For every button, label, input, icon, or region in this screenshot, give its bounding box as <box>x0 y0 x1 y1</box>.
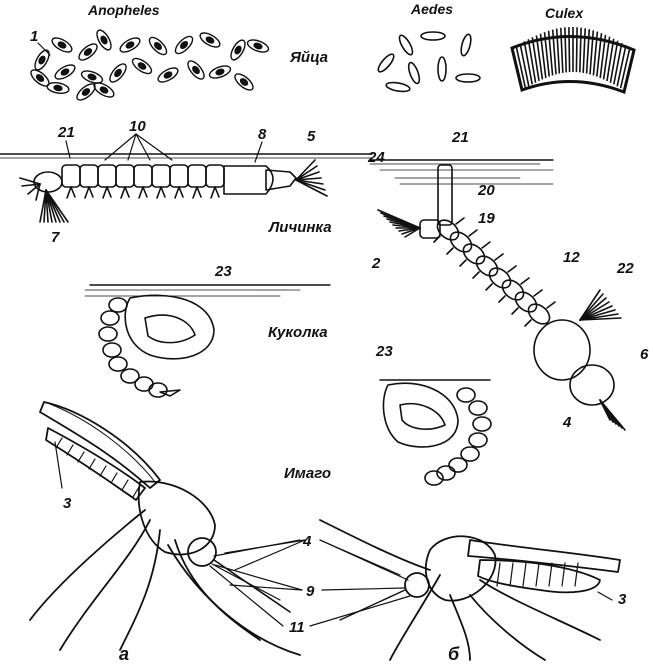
label-2: 2 <box>371 255 381 272</box>
label-20: 20 <box>477 182 495 199</box>
anopheles-eggs <box>30 29 270 101</box>
label-23-top: 23 <box>214 263 232 280</box>
label-3-left: 3 <box>63 495 72 512</box>
culex-adult <box>319 519 621 661</box>
culex-label: Culex <box>545 5 584 21</box>
eggs-stage-label: Яйца <box>289 49 328 66</box>
label-9: 9 <box>306 583 315 600</box>
label-5: 5 <box>307 128 316 145</box>
label-23-bottom: 23 <box>375 343 393 360</box>
label-10: 10 <box>129 118 146 135</box>
culex-egg-raft <box>510 27 636 95</box>
anopheles-label: Anopheles <box>87 2 160 18</box>
label-21-culex: 21 <box>451 129 469 146</box>
label-6: 6 <box>640 346 649 363</box>
label-3-right: 3 <box>618 591 627 608</box>
anopheles-larva <box>0 153 373 223</box>
culex-larva <box>369 159 626 431</box>
pupa-stage-label: Куколка <box>268 324 328 341</box>
label-4-imago: 4 <box>302 533 312 550</box>
leaders-10 <box>104 133 173 161</box>
anopheles-pupa <box>84 284 331 398</box>
label-11: 11 <box>289 619 305 636</box>
label-19: 19 <box>478 210 495 227</box>
variant-a-label: а <box>119 644 129 664</box>
label-12: 12 <box>563 249 580 266</box>
label-1: 1 <box>30 28 38 45</box>
variant-b-label: б <box>448 644 460 664</box>
anopheles-adult <box>29 401 301 656</box>
imago-stage-label: Имаго <box>284 465 331 482</box>
label-22: 22 <box>616 260 634 277</box>
larva-stage-label: Личинка <box>268 219 332 236</box>
aedes-eggs <box>377 31 481 93</box>
aedes-label: Aedes <box>410 1 453 17</box>
leader-1 <box>37 42 51 56</box>
label-4-larva: 4 <box>562 414 572 431</box>
label-8: 8 <box>258 126 267 143</box>
label-24: 24 <box>367 149 385 166</box>
label-7: 7 <box>51 229 60 246</box>
culex-pupa <box>379 379 492 486</box>
label-21-larva: 21 <box>57 124 75 141</box>
imago-leaders <box>54 441 613 627</box>
